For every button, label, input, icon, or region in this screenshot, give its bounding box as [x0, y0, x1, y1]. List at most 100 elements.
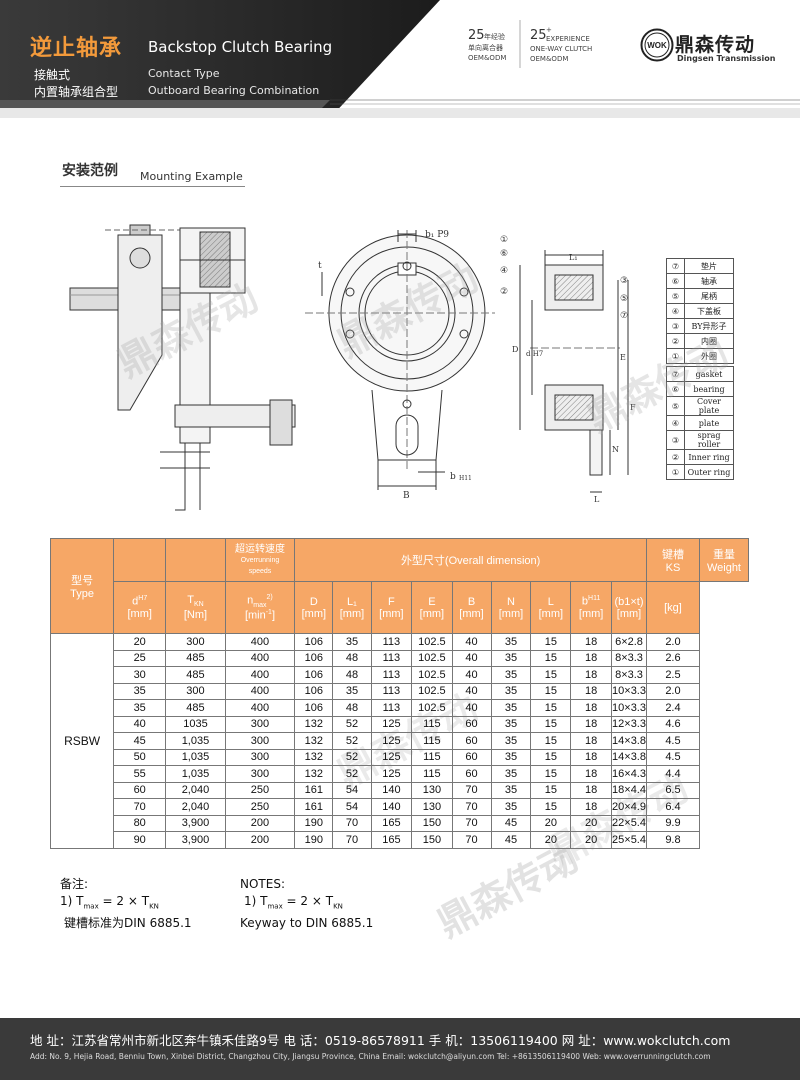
svg-text:⑥: ⑥ — [500, 249, 508, 259]
legend-label: plate — [684, 415, 734, 431]
header-nmax: nmax2)[min-1] — [224, 581, 296, 634]
table-cell: 20 — [530, 831, 572, 849]
table-cell: 35 — [490, 765, 532, 783]
table-cell: 15 — [530, 682, 572, 700]
section-view-drawing — [519, 250, 629, 493]
experience-zh-l3: OEM&ODM — [468, 54, 507, 62]
table-cell: 18 — [570, 699, 613, 717]
notes-zh: 备注: 1) Tmax = 2 × TKN 键槽标准为DIN 6885.1 — [60, 877, 192, 931]
section-underline — [60, 186, 245, 187]
legend-label: sprag roller — [684, 430, 734, 450]
table-cell: 54 — [332, 798, 372, 816]
svg-text:L: L — [594, 495, 600, 504]
table-cell: 161 — [294, 781, 334, 799]
table-cell: 35 — [490, 798, 532, 816]
legend-label: 内圈 — [684, 333, 734, 349]
legend-number: ⑤ — [666, 396, 685, 416]
table-cell: 45 — [113, 732, 167, 750]
table-cell: 102.5 — [411, 682, 453, 700]
legend-number: ③ — [666, 430, 685, 450]
table-cell: 18 — [570, 798, 613, 816]
table-cell: 115 — [411, 715, 453, 733]
table-cell: 102.5 — [411, 699, 453, 717]
header-tkn: TKN[Nm] — [165, 581, 226, 634]
table-cell: 35 — [490, 748, 532, 766]
table-cell: 60 — [451, 748, 492, 766]
page-footer — [0, 1018, 800, 1080]
table-cell: 90 — [113, 831, 167, 849]
table-cell: 106 — [294, 633, 334, 651]
table-cell: 9.9 — [645, 814, 700, 832]
table-cell: 115 — [411, 732, 453, 750]
table-cell: 1,035 — [165, 748, 226, 766]
legend-number: ⑥ — [666, 381, 685, 397]
notes-en: NOTES: 1) Tmax = 2 × TKN Keyway to DIN 6… — [240, 877, 374, 931]
table-cell: 12×3.3 — [611, 715, 647, 733]
svg-text:①: ① — [500, 235, 508, 245]
legend-number: ⑥ — [666, 273, 685, 289]
table-cell: 25 — [113, 649, 167, 667]
table-cell: 70 — [451, 781, 492, 799]
wok-logo-icon: WOK — [640, 28, 674, 62]
logo-en: Dingsen Transmission — [677, 54, 776, 63]
table-cell: 125 — [370, 748, 413, 766]
legend-number: ① — [666, 348, 685, 364]
legend-label: Inner ring — [684, 449, 734, 465]
table-cell: 35 — [490, 732, 532, 750]
table-cell: 400 — [224, 666, 296, 684]
header-D: D[mm] — [294, 581, 334, 634]
header-F: F[mm] — [370, 581, 413, 634]
table-cell: 45 — [490, 814, 532, 832]
table-cell: 55 — [113, 765, 167, 783]
table-cell: 60 — [451, 732, 492, 750]
header-L: L[mm] — [530, 581, 572, 634]
header-d: dH7[mm] — [113, 581, 167, 634]
table-cell: 48 — [332, 699, 372, 717]
svg-text:b₁ P9: b₁ P9 — [425, 230, 449, 240]
table-cell: 18 — [570, 633, 613, 651]
header-L1: L₁[mm] — [332, 581, 372, 634]
table-cell: 52 — [332, 748, 372, 766]
section-title-zh: 安装范例 — [62, 163, 118, 179]
legend-number: ② — [666, 333, 685, 349]
table-cell: 10×3.3 — [611, 699, 647, 717]
table-cell: 2.0 — [645, 633, 700, 651]
svg-text:b: b — [450, 472, 456, 482]
table-cell: 35 — [332, 682, 372, 700]
table-cell: 40 — [451, 649, 492, 667]
table-cell: 106 — [294, 682, 334, 700]
table-cell: 4.5 — [645, 748, 700, 766]
table-cell: 200 — [224, 814, 296, 832]
svg-text:E: E — [620, 353, 626, 362]
table-cell: 4.5 — [645, 732, 700, 750]
experience-en-l2: ONE-WAY CLUTCH — [530, 45, 593, 53]
table-cell: 25×5.4 — [611, 831, 647, 849]
table-cell: 35 — [332, 633, 372, 651]
svg-text:L₁: L₁ — [569, 253, 578, 262]
header-overall-dimension: 外型尺寸(Overall dimension) — [294, 538, 647, 582]
table-cell: 3,900 — [165, 831, 226, 849]
footer-contact-en: Add: No. 9, Hejia Road, Benniu Town, Xin… — [30, 1052, 711, 1061]
header-speed: 超运转速度 Overrunning speeds — [224, 538, 296, 582]
table-cell: 35 — [113, 699, 167, 717]
table-cell: 35 — [490, 682, 532, 700]
table-cell: 2.0 — [645, 682, 700, 700]
table-cell: 113 — [370, 649, 413, 667]
table-cell: 165 — [370, 814, 413, 832]
table-cell: 485 — [165, 699, 226, 717]
experience-zh-l2: 单向离合器 — [468, 44, 503, 52]
table-cell: 18 — [570, 649, 613, 667]
table-cell: 161 — [294, 798, 334, 816]
table-cell: 130 — [411, 798, 453, 816]
table-cell: 35 — [490, 633, 532, 651]
table-cell: 15 — [530, 748, 572, 766]
table-cell: 2.5 — [645, 666, 700, 684]
table-cell: 132 — [294, 748, 334, 766]
table-cell: 60 — [451, 765, 492, 783]
table-cell: 40 — [451, 633, 492, 651]
title-zh: 逆止轴承 — [30, 36, 123, 61]
